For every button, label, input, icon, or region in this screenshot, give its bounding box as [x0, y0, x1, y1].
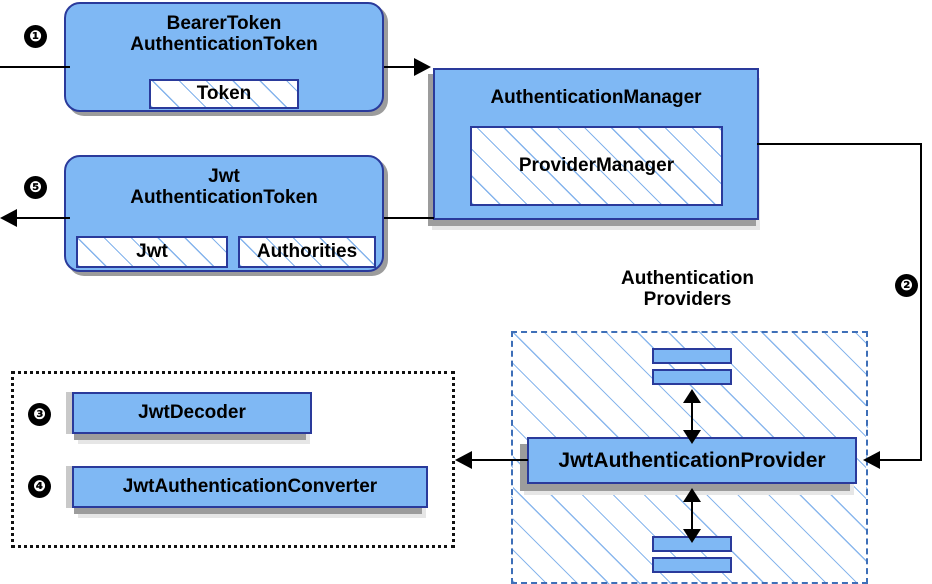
arrow-bearer-to-manager-head [414, 58, 431, 76]
jwt-token-inner-authorities[interactable]: Authorities [238, 236, 376, 268]
support-group-box [11, 371, 455, 548]
provider-placeholder-bar-top-2 [652, 369, 732, 385]
jwt-token-inner-jwt[interactable]: Jwt [76, 236, 228, 268]
connector-bearer-to-manager [384, 66, 416, 68]
connector-manager-to-provider-bottom [880, 459, 922, 461]
arrow-provider-stack-bottom-up [683, 488, 701, 502]
connector-manager-to-provider-right [920, 143, 922, 460]
bearer-token-title-line2: AuthenticationToken [130, 34, 318, 56]
jwt-authentication-provider-node[interactable]: JwtAuthenticationProvider [527, 437, 857, 484]
step-badge-4: ❹ [28, 475, 51, 498]
authentication-providers-label-line2: Providers [643, 289, 732, 311]
step-badge-1: ❶ [24, 25, 47, 48]
arrow-provider-to-support-head [455, 451, 472, 469]
connector-manager-to-jwt-token [384, 217, 434, 219]
authentication-manager-title: AuthenticationManager [490, 87, 702, 108]
arrow-provider-stack-top-up [683, 389, 701, 403]
connector-provider-stack-bottom [691, 497, 693, 533]
connector-request-in [0, 66, 70, 68]
connector-manager-to-provider-top [757, 143, 922, 145]
arrow-result-out-head [0, 209, 17, 227]
bearer-token-inner-token[interactable]: Token [149, 79, 299, 109]
jwt-token-title-line2: AuthenticationToken [130, 187, 318, 209]
jwt-token-title-line1: Jwt [208, 166, 240, 187]
connector-provider-stack-top [691, 398, 693, 434]
step-badge-2: ❷ [895, 274, 918, 297]
arrow-provider-stack-top-down [683, 430, 701, 444]
arrow-manager-to-provider-head [863, 451, 880, 469]
provider-placeholder-bar-bottom-2 [652, 557, 732, 573]
step-badge-3: ❸ [28, 403, 51, 426]
step-badge-5: ❺ [24, 176, 47, 199]
jwt-authentication-converter-node[interactable]: JwtAuthenticationConverter [72, 466, 428, 508]
authentication-providers-label-line1: Authentication [621, 268, 754, 289]
bearer-token-title-line1: BearerToken [166, 13, 282, 34]
authentication-manager-inner-provider-manager[interactable]: ProviderManager [470, 126, 723, 206]
authentication-providers-group-label: Authentication Providers [555, 268, 820, 311]
jwt-decoder-node[interactable]: JwtDecoder [72, 392, 312, 434]
bearer-token-node[interactable]: BearerToken AuthenticationToken [64, 2, 384, 112]
arrow-provider-stack-bottom-down [683, 529, 701, 543]
connector-provider-to-support [470, 459, 528, 461]
connector-result-out [16, 217, 70, 219]
provider-placeholder-bar-top-1 [652, 348, 732, 364]
